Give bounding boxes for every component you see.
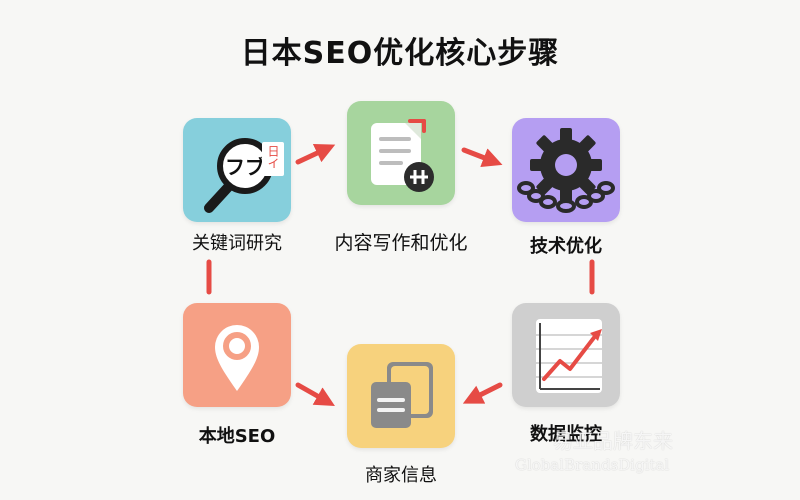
label-technical-optimization: 技术优化 [530,236,602,257]
arrow-monitoring-to-business [462,382,503,404]
step-technical-optimization [512,118,620,222]
arrow-content-to-technical [461,147,503,167]
arrow-keyword-to-content [295,144,336,165]
label-data-monitoring: 数据监控 [530,424,602,445]
magnifier-katakana-icon: フブ 日イ [204,138,284,213]
step-business-info [347,344,455,448]
map-pin-icon [215,325,259,391]
keyword-tag: 日イ [266,145,280,169]
gear-chain-icon [517,128,615,213]
stacked-cards-icon [371,362,433,428]
page-title: 日本SEO优化核心步骤 [240,36,560,71]
label-business-info: 商家信息 [365,465,437,486]
label-keyword-research: 关键词研究 [192,233,282,254]
arrow-local-to-business [295,382,335,406]
label-local-seo: 本地SEO [198,426,276,447]
step-data-monitoring [512,303,620,407]
step-keyword-research: フブ 日イ [183,118,291,222]
document-edit-icon [371,119,434,192]
label-content-writing: 内容写作和优化 [334,232,468,254]
keyword-glyph: フブ [225,155,265,179]
step-local-seo [183,303,291,407]
line-chart-icon [536,319,602,393]
step-content-writing [347,101,455,205]
